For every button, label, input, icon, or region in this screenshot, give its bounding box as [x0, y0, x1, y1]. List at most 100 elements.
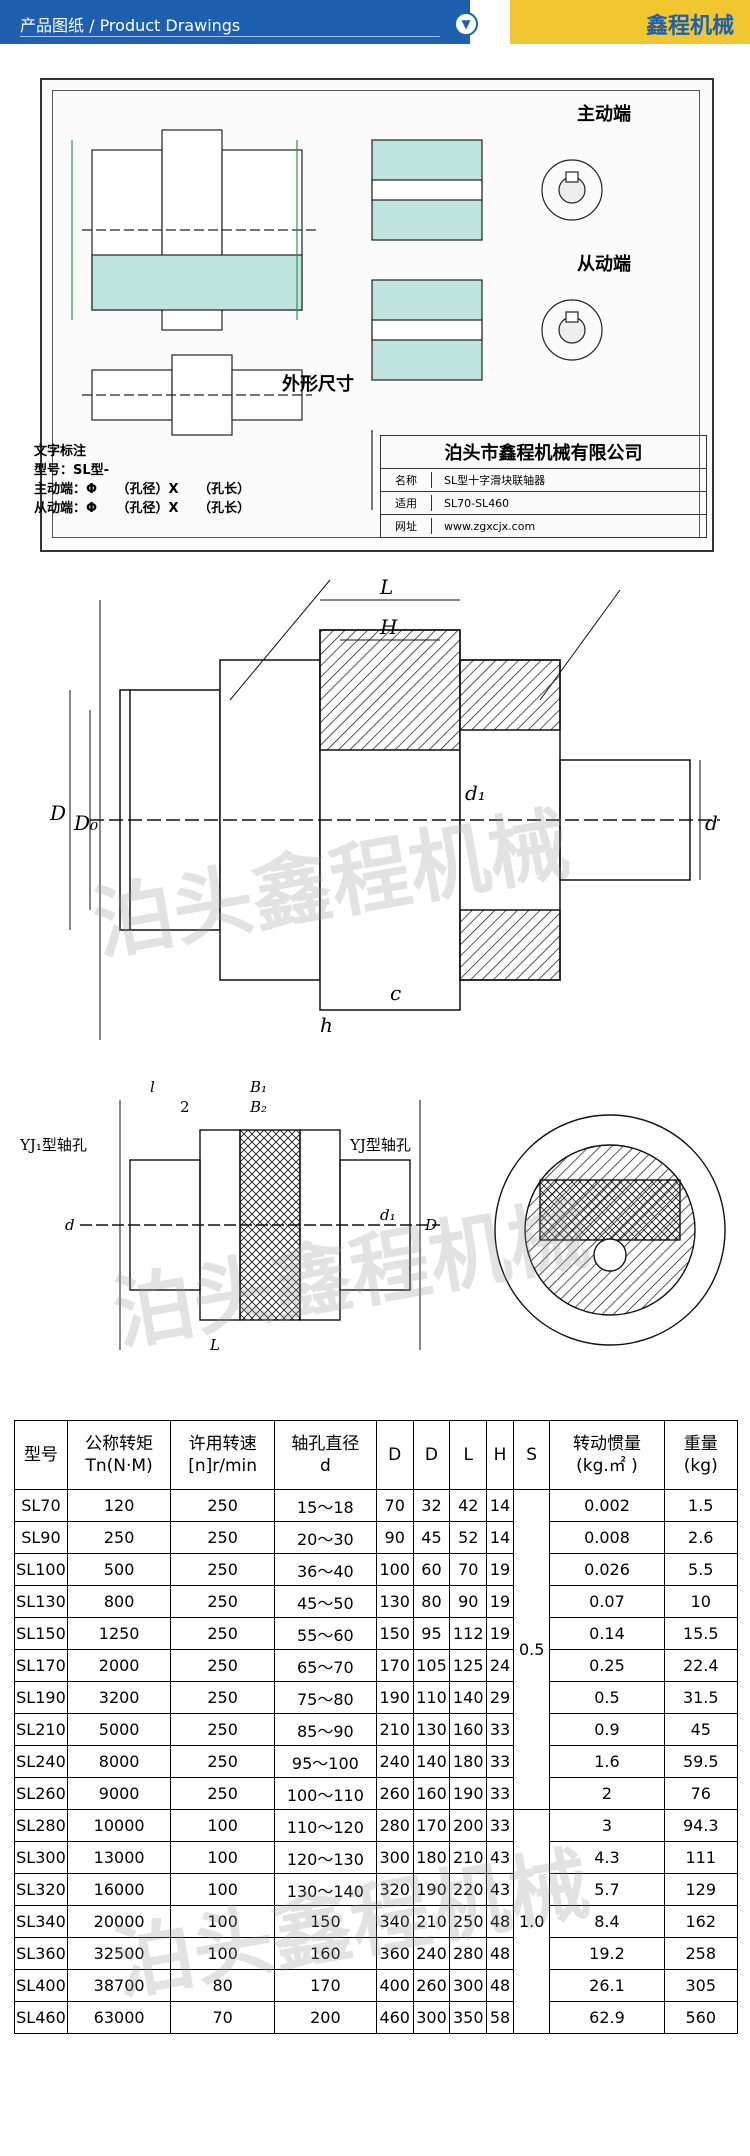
- table-cell: 200: [273, 2001, 377, 2034]
- table-cell: 19: [486, 1553, 514, 1586]
- table-cell: 300: [449, 1969, 488, 2002]
- table-cell: 460: [375, 2001, 414, 2034]
- table-cell: SL130: [14, 1585, 68, 1618]
- dim-label-d: d: [65, 1216, 75, 1234]
- table-cell: 800: [66, 1585, 172, 1618]
- table-cell: 33: [486, 1777, 514, 1810]
- brand-bar: 鑫程机械: [510, 0, 750, 44]
- sheet-frame: [52, 90, 700, 538]
- table-cell: 100: [170, 1809, 275, 1842]
- table-cell: 280: [449, 1937, 488, 1970]
- table-cell: 110～120: [273, 1809, 377, 1842]
- table-cell: 45: [412, 1521, 451, 1554]
- table-cell: 0.07: [549, 1585, 665, 1618]
- table-cell: 170: [412, 1809, 451, 1842]
- table-cell: 111: [663, 1841, 739, 1874]
- table-cell: 300: [375, 1841, 414, 1874]
- table-cell: SL260: [14, 1777, 68, 1810]
- table-cell: 500: [66, 1553, 172, 1586]
- column-header-text: (kg.㎡ ): [576, 1456, 638, 1476]
- table-cell: 85～90: [273, 1713, 377, 1746]
- table-cell: 100～110: [273, 1777, 377, 1810]
- title-block-value: www.zgxcjx.com: [444, 519, 536, 533]
- table-cell: 0.14: [549, 1617, 665, 1650]
- table-cell: 58: [486, 2001, 514, 2034]
- table-cell: 48: [486, 1905, 514, 1938]
- table-cell: 130～140: [273, 1873, 377, 1906]
- column-header-text: 型号: [23, 1445, 58, 1465]
- table-cell: 160: [273, 1937, 377, 1970]
- table-cell: 2: [549, 1777, 665, 1810]
- table-cell: 120～130: [273, 1841, 377, 1874]
- table-cell: 10000: [66, 1809, 172, 1842]
- table-cell: SL360: [14, 1937, 68, 1970]
- table-cell: SL400: [14, 1969, 68, 2002]
- column-header-text: (kg): [683, 1456, 718, 1476]
- table-cell-s: 0.5: [512, 1489, 551, 1810]
- table-cell: 1.5: [663, 1489, 739, 1522]
- table-cell: 100: [170, 1841, 275, 1874]
- note-line: 文字标注: [34, 444, 87, 459]
- table-cell: 33: [486, 1809, 514, 1842]
- table-cell: 105: [412, 1649, 451, 1682]
- table-cell: 14: [486, 1521, 514, 1554]
- table-cell: SL320: [14, 1873, 68, 1906]
- drive-end-label: 主动端: [577, 104, 631, 125]
- table-cell: SL460: [14, 2001, 68, 2034]
- dim-label-H: H: [379, 615, 398, 639]
- table-cell: 1.6: [549, 1745, 665, 1778]
- chevron-down-icon[interactable]: ▼: [454, 12, 478, 36]
- table-cell: 10: [663, 1585, 739, 1618]
- table-cell: 250: [449, 1905, 488, 1938]
- table-cell: 200: [449, 1809, 488, 1842]
- table-cell: 162: [663, 1905, 739, 1938]
- table-cell: 43: [486, 1873, 514, 1906]
- table-cell: 210: [449, 1841, 488, 1874]
- yj-shaft-hole-drawing: YJ₁型轴孔 YJ型轴孔 B₁ B₂ 2 l L d D d₁: [20, 1078, 726, 1354]
- table-cell: 29: [486, 1681, 514, 1714]
- section-title: 产品图纸 / Product Drawings: [20, 16, 241, 35]
- column-header: S: [512, 1420, 551, 1490]
- table-cell: SL280: [14, 1809, 68, 1842]
- table-cell: 59.5: [663, 1745, 739, 1778]
- note-line: 型号：SL型-: [34, 463, 110, 478]
- column-header-text: 公称转矩: [85, 1434, 154, 1454]
- table-cell: 70: [449, 1553, 488, 1586]
- title-block: 泊头市鑫程机械有限公司 名称 SL型十字滑块联轴器 适用 SL70-SL460 …: [380, 435, 707, 538]
- title-block-key: 网址: [381, 518, 432, 534]
- table-cell: 260: [375, 1777, 414, 1810]
- table-cell: 43: [486, 1841, 514, 1874]
- table-cell: 0.5: [549, 1681, 665, 1714]
- table-cell-s: 1.0: [512, 1809, 551, 2034]
- column-header: 重量(kg): [663, 1420, 739, 1490]
- column-header-text: D: [388, 1445, 402, 1465]
- table-cell: 9000: [66, 1777, 172, 1810]
- dim-label-c: c: [390, 981, 401, 1005]
- table-cell: 190: [449, 1777, 488, 1810]
- column-header: D: [375, 1420, 414, 1490]
- table-cell: 19: [486, 1617, 514, 1650]
- column-header: H: [486, 1420, 514, 1490]
- table-cell: 150: [375, 1617, 414, 1650]
- table-cell: 8000: [66, 1745, 172, 1778]
- table-cell: 48: [486, 1937, 514, 1970]
- table-cell: 170: [375, 1649, 414, 1682]
- table-cell: 24: [486, 1649, 514, 1682]
- column-header-text: d: [319, 1456, 331, 1476]
- column-header-text: 许用转速: [188, 1434, 257, 1454]
- table-cell: 80: [412, 1585, 451, 1618]
- table-cell: 170: [273, 1969, 377, 2002]
- column-header-text: H: [493, 1445, 507, 1465]
